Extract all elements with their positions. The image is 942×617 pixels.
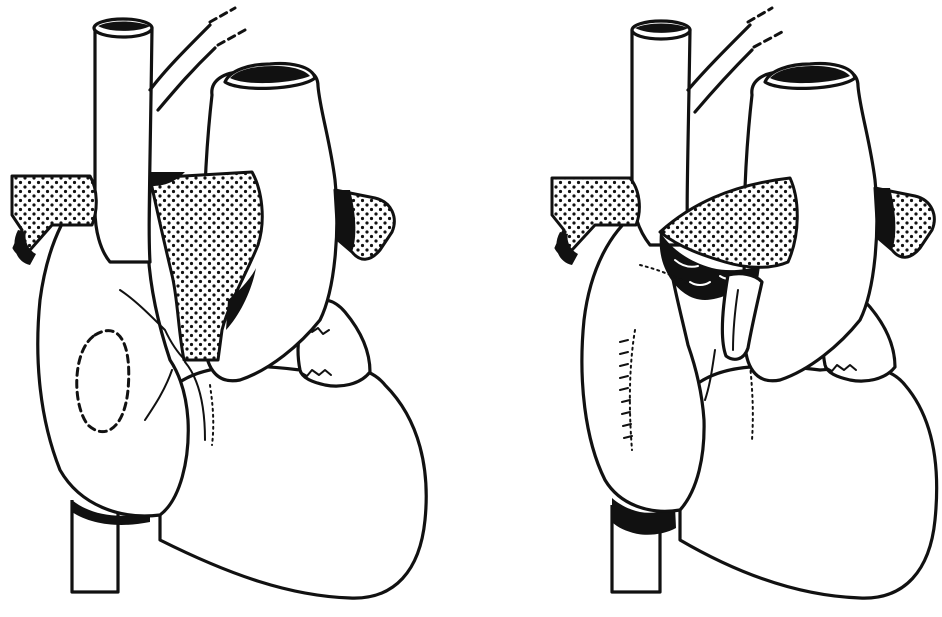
left-svc [95,28,152,262]
right-aorta-arch [688,25,752,112]
right-right-atrium [582,210,704,511]
left-heart-ventricle [153,366,426,598]
left-aorta-arch [150,25,215,110]
right-heart-panel [552,8,937,598]
right-heart-ventricle [673,366,936,598]
left-aorta-branch-dashes [210,8,245,45]
left-heart-panel [12,8,426,598]
right-svc [632,30,690,245]
right-aorta-branch-dashes [748,8,782,47]
